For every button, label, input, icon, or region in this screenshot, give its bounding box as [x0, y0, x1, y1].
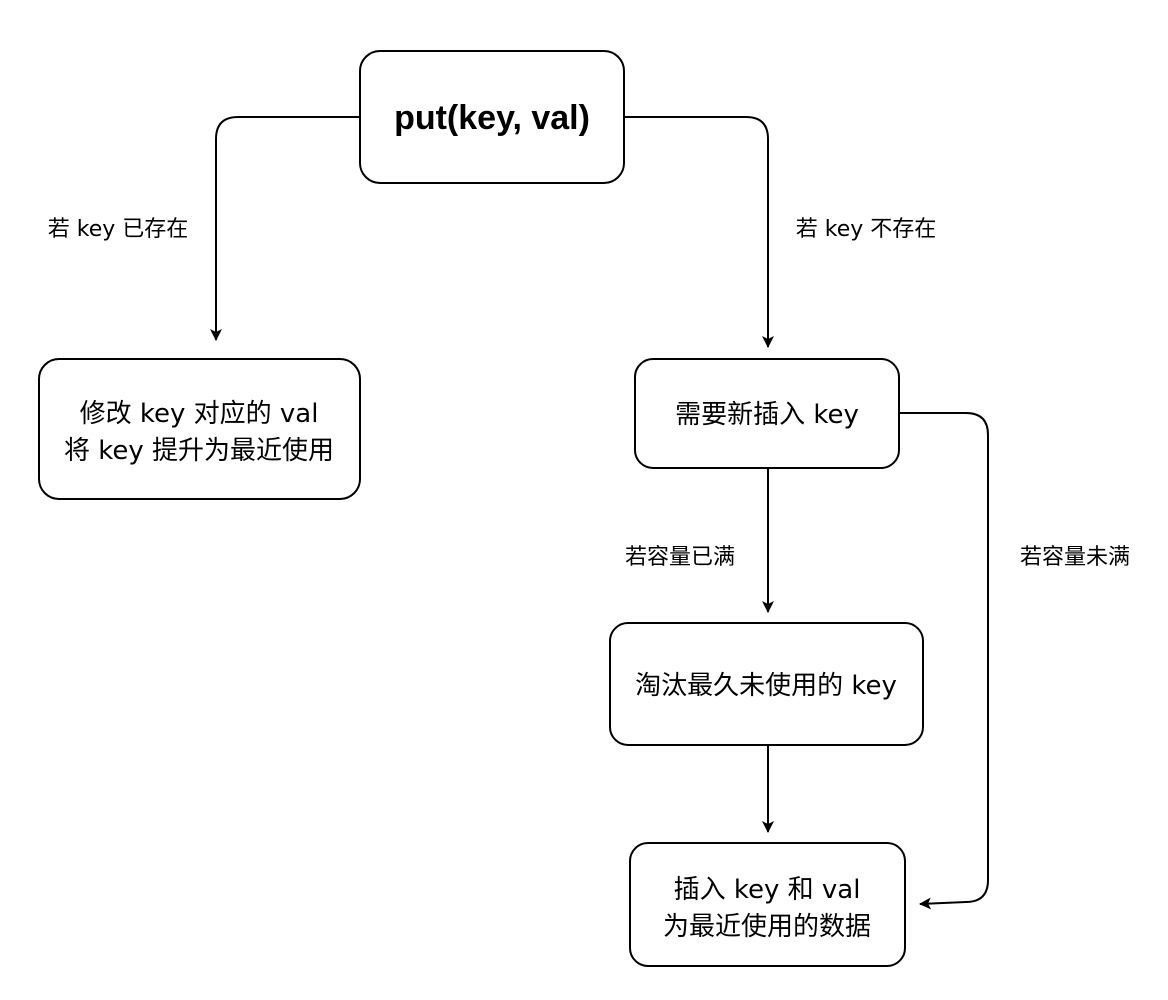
edge-capacity-not-full: [900, 412, 989, 910]
edge-key-exists: [210, 116, 360, 341]
edge-label-key-not-exists: 若 key 不存在: [796, 217, 937, 242]
node-modify-line1: 修改 key 对应的 val: [80, 399, 319, 429]
node-need-insert-label: 需要新插入 key: [675, 400, 859, 430]
edge-label-capacity-not-full: 若容量未满: [1020, 545, 1130, 570]
node-put-label: put(key, val): [394, 99, 590, 137]
node-modify-existing: 修改 key 对应的 val 将 key 提升为最近使用: [38, 358, 361, 500]
node-evict-label: 淘汰最久未使用的 key: [635, 671, 897, 701]
node-need-insert: 需要新插入 key: [634, 358, 900, 469]
node-insert-line1: 插入 key 和 val: [674, 875, 861, 905]
edge-label-key-exists: 若 key 已存在: [48, 217, 189, 242]
edge-key-not-exists: [624, 116, 774, 348]
node-evict-lru: 淘汰最久未使用的 key: [609, 622, 924, 746]
node-put: put(key, val): [359, 50, 625, 184]
edge-label-capacity-full: 若容量已满: [625, 545, 735, 570]
node-modify-line2: 将 key 提升为最近使用: [64, 436, 334, 466]
node-insert-line2: 为最近使用的数据: [663, 912, 871, 942]
node-insert-key-val: 插入 key 和 val 为最近使用的数据: [629, 842, 906, 967]
